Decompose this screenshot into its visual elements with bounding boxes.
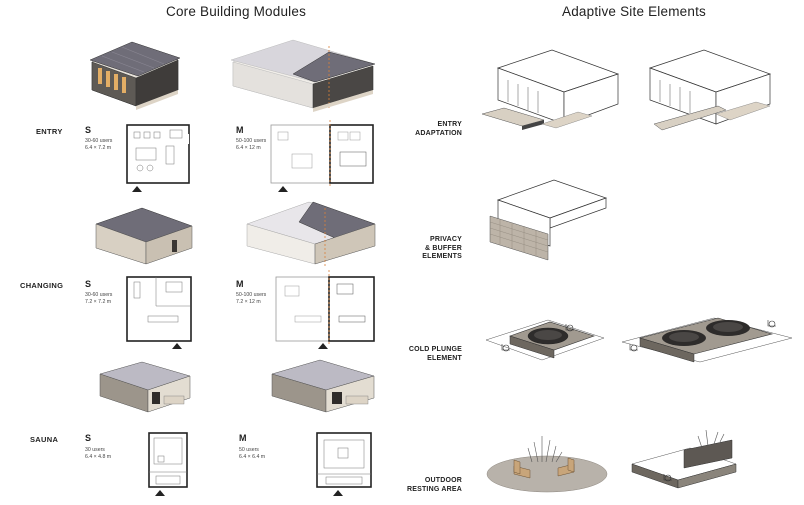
changing-small-users: 30-60 users	[85, 292, 113, 298]
entry-small-dims: 6.4 × 7.2 m	[85, 145, 112, 151]
sauna-medium-users: 50 users	[239, 447, 259, 453]
cold-plunge-figure-1	[485, 319, 605, 361]
entry-small-entrance-marker	[132, 186, 142, 192]
changing-medium-isometric	[246, 201, 376, 266]
sauna-medium-size: M	[239, 433, 247, 443]
sauna-small-users: 30 users	[85, 447, 105, 453]
entry-medium-isometric	[230, 39, 376, 112]
changing-medium-size: M	[236, 279, 244, 289]
sauna-medium-plan	[316, 432, 372, 488]
entry-small-isometric	[89, 41, 181, 110]
entry-adaptation-figure-2	[648, 49, 772, 131]
adaptive-elements-heading: Adaptive Site Elements	[562, 4, 706, 19]
changing-small-size: S	[85, 279, 92, 289]
sauna-medium-isometric	[271, 359, 375, 413]
changing-medium-dims: 7.2 × 12 m	[236, 299, 261, 305]
sauna-small-isometric	[99, 361, 191, 413]
changing-small-entrance-marker	[172, 343, 182, 349]
sauna-small-entrance-marker	[155, 490, 165, 496]
entry-adaptation-figure-1	[481, 49, 620, 130]
entry-medium-dims: 6.4 × 12 m	[236, 145, 261, 151]
entry-medium-entrance-marker	[278, 186, 288, 192]
core-modules-heading: Core Building Modules	[166, 4, 307, 19]
changing-medium-entrance-marker	[318, 343, 328, 349]
sauna-small-dims: 6.4 × 4.8 m	[85, 454, 112, 460]
privacy-buffer-figure	[489, 179, 608, 261]
entry-row-label: ENTRY	[36, 127, 63, 136]
changing-medium-users: 50-100 users	[236, 292, 267, 298]
changing-medium-plan	[275, 270, 375, 346]
entry-medium-plan	[270, 120, 374, 188]
entry-small-users: 30-60 users	[85, 138, 113, 144]
sauna-small-plan	[148, 432, 188, 488]
changing-small-plan	[126, 276, 192, 342]
sauna-medium-dims: 6.4 × 6.4 m	[239, 454, 266, 460]
sauna-small-size: S	[85, 433, 92, 443]
outdoor-resting-figure-1	[486, 436, 608, 493]
changing-row-label: CHANGING	[20, 281, 64, 290]
outdoor-resting-figure-2	[631, 429, 737, 489]
changing-small-isometric	[95, 207, 193, 265]
sauna-medium-entrance-marker	[333, 490, 343, 496]
entry-medium-users: 50-100 users	[236, 138, 267, 144]
cold-plunge-figure-2	[621, 317, 793, 363]
changing-small-dims: 7.2 × 7.2 m	[85, 299, 112, 305]
entry-medium-size: M	[236, 125, 244, 135]
sauna-row-label: SAUNA	[30, 435, 59, 444]
entry-small-size: S	[85, 125, 92, 135]
entry-small-plan	[126, 124, 190, 184]
